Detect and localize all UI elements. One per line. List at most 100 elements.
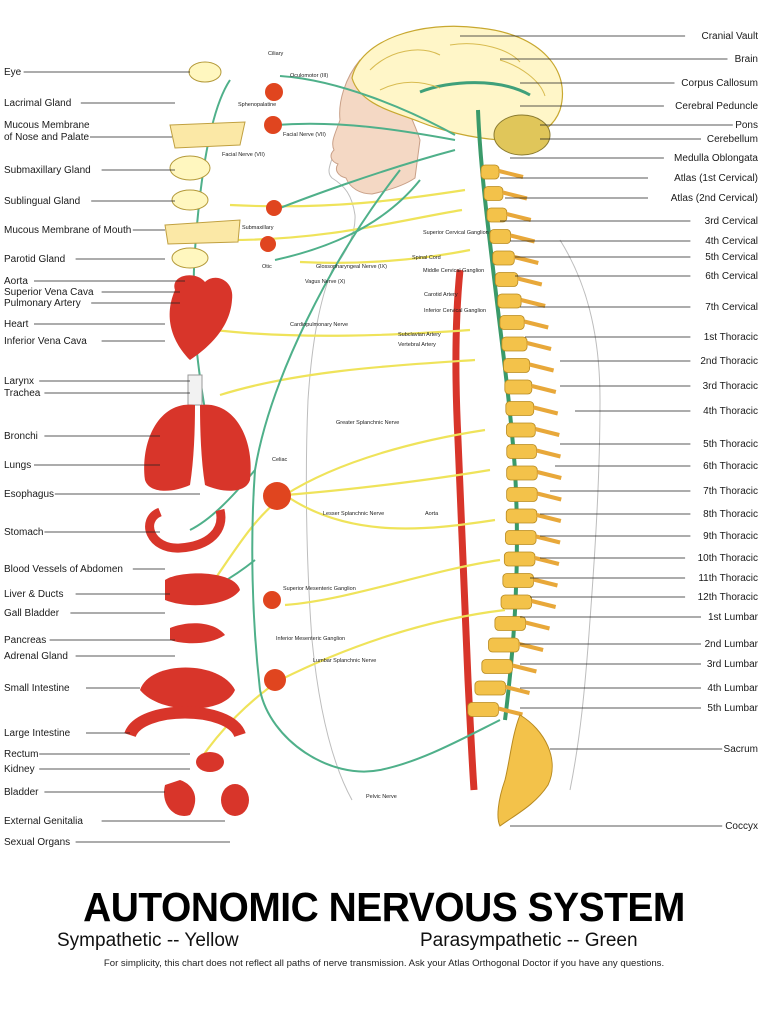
- vertebra-process: [498, 169, 524, 179]
- vertebra: [505, 401, 535, 416]
- vertebra-process: [526, 341, 552, 351]
- label-right: 1st Lumbar: [708, 612, 759, 623]
- vertebra: [494, 616, 526, 631]
- label-inner: Superior Cervical Ganglion: [423, 230, 489, 236]
- vertebra-process: [506, 212, 532, 222]
- label-inner: Inferior Mesenteric Ganglion: [276, 636, 345, 642]
- mouth-organ: [164, 219, 241, 245]
- label-inner: Sphenopalatine: [238, 102, 276, 108]
- label-inner: Celiac: [272, 457, 288, 463]
- vertebra: [486, 207, 508, 223]
- vertebra-process: [532, 577, 558, 588]
- parotid-organ: [171, 247, 209, 269]
- vertebra-process: [534, 556, 560, 566]
- vertebra: [506, 444, 537, 459]
- label-right: Cerebellum: [707, 134, 758, 145]
- label-right: 7th Thoracic: [703, 486, 758, 497]
- label-inner: Lumbar Splanchnic Nerve: [313, 658, 376, 664]
- label-inner: Pelvic Nerve: [366, 794, 397, 800]
- label-left: Pancreas: [4, 635, 46, 646]
- label-left: Bronchi: [4, 431, 38, 442]
- label-inner: Spinal Cord: [412, 255, 441, 261]
- vertebra: [502, 573, 534, 588]
- vertebra: [483, 186, 504, 201]
- vertebra-process: [497, 706, 523, 717]
- vertebra: [492, 250, 515, 266]
- vertebra-process: [517, 276, 543, 287]
- label-inner: Oculomotor (III): [290, 73, 328, 79]
- label-left: External Genitalia: [4, 816, 83, 827]
- parasympathetic-nerves: [184, 75, 501, 773]
- celiac-ganglion: [263, 482, 291, 510]
- label-inner: Ciliary: [268, 51, 284, 57]
- vertebra: [503, 358, 531, 373]
- label-left: Mucous Membrane: [4, 120, 90, 131]
- sublingual-organ: [171, 189, 209, 211]
- vertebra: [488, 637, 520, 653]
- label-right: Cranial Vault: [701, 31, 758, 42]
- pancreas-organ: [170, 623, 225, 644]
- label-right: Brain: [735, 54, 758, 65]
- label-left: Trachea: [4, 388, 41, 399]
- vertebra-process: [535, 534, 561, 545]
- vertebra: [497, 293, 522, 309]
- vertebra: [504, 379, 533, 395]
- label-left: Eye: [4, 67, 22, 78]
- label-inner: Superior Mesenteric Ganglion: [283, 586, 356, 592]
- label-left: Esophagus: [4, 489, 54, 500]
- cerebellum: [493, 114, 551, 156]
- nose-palate-organ: [169, 121, 246, 149]
- label-left: Gall Bladder: [4, 608, 60, 619]
- vertebra-process: [536, 491, 562, 502]
- label-left: Lacrimal Gland: [4, 98, 71, 109]
- ganglia: [260, 83, 291, 691]
- label-inner: Aorta: [425, 511, 439, 517]
- vertebra: [505, 508, 538, 524]
- sphenopalatine-ganglion: [264, 116, 282, 134]
- label-inner: Submaxillary: [242, 225, 274, 231]
- label-right: Medulla Oblongata: [674, 153, 758, 164]
- corpus-callosum: [419, 81, 531, 97]
- label-left: of Nose and Palate: [4, 132, 89, 143]
- label-left: Heart: [4, 319, 29, 330]
- label-right: 4th Cervical: [705, 236, 758, 247]
- label-right: 5th Thoracic: [703, 439, 758, 450]
- label-left: Submaxillary Gland: [4, 165, 91, 176]
- label-right: Sacrum: [724, 744, 758, 755]
- vertebra-process: [513, 255, 539, 265]
- label-inner: Middle Cervical Ganglion: [423, 268, 484, 274]
- label-inner: Otic: [262, 264, 272, 270]
- label-left: Parotid Gland: [4, 254, 65, 265]
- vertebra-process: [534, 427, 560, 437]
- label-right: 3rd Thoracic: [703, 381, 758, 392]
- vertebra: [489, 229, 512, 244]
- stomach-organ: [145, 507, 226, 553]
- vertebra: [481, 659, 513, 674]
- label-left: Aorta: [4, 276, 28, 287]
- label-right: 2nd Thoracic: [700, 356, 758, 367]
- label-left: Rectum: [4, 749, 38, 760]
- vertebra: [505, 530, 537, 545]
- label-left: Pulmonary Artery: [4, 298, 81, 309]
- label-leader-lines: [23, 35, 733, 843]
- liver-organ: [165, 573, 240, 606]
- label-left: Large Intestine: [4, 728, 71, 739]
- large-intestine-organ: [124, 706, 246, 738]
- kidney-organ: [196, 752, 224, 772]
- label-right: 10th Thoracic: [698, 553, 758, 564]
- label-right: 4th Lumbar: [707, 683, 758, 694]
- label-left: Liver & Ducts: [4, 589, 63, 600]
- label-right: 2nd Lumbar: [705, 639, 759, 650]
- vertebra-process: [536, 513, 562, 523]
- vertebra-process: [523, 319, 549, 330]
- inferior-mesenteric-ganglion: [264, 669, 286, 691]
- label-right: Coccyx: [725, 821, 758, 832]
- vertebra: [499, 315, 525, 330]
- label-right: 6th Thoracic: [703, 461, 758, 472]
- label-right: Atlas (2nd Cervical): [671, 193, 758, 204]
- genitalia-organ: [221, 784, 249, 816]
- label-inner: Vagus Nerve (X): [305, 279, 345, 285]
- label-inner: Glossopharyngeal Nerve (IX): [316, 264, 387, 270]
